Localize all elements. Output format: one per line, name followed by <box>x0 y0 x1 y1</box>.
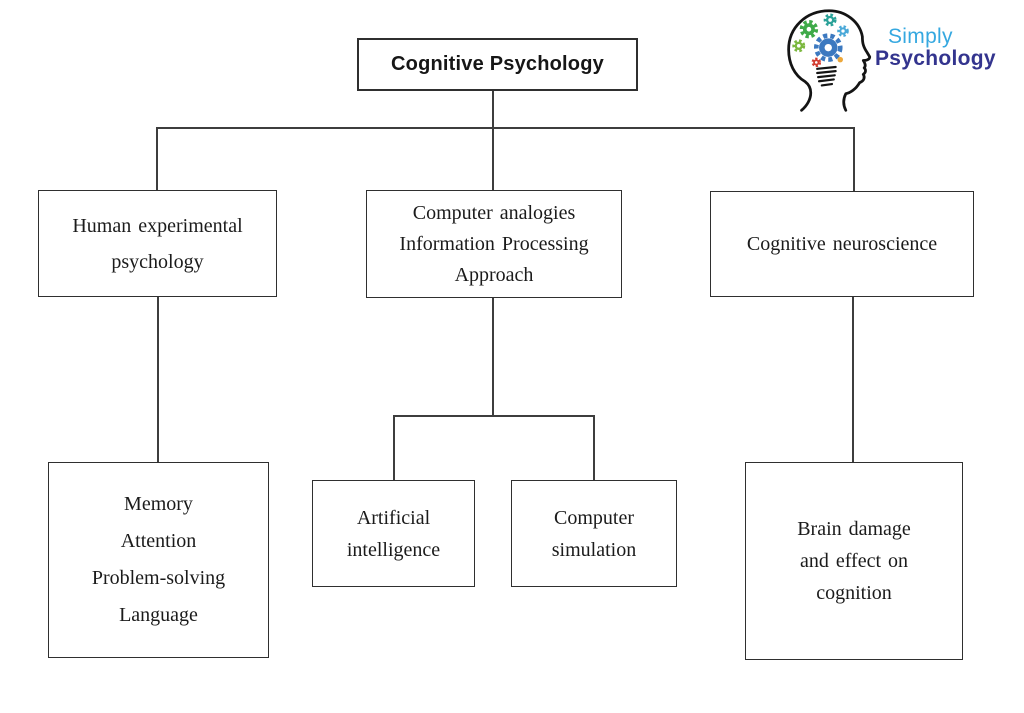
logo-text-simply: Simply <box>888 25 953 48</box>
logo-text-psychology: Psychology <box>875 47 996 71</box>
node-computer-simulation: Computer simulation <box>511 480 677 587</box>
node-brain-damage: Brain damage and effect on cognition <box>745 462 963 660</box>
bulb-filament-icon <box>816 65 837 87</box>
connector-hep-to-memory <box>157 297 159 462</box>
connector-cs-drop <box>593 415 595 480</box>
gear-red-icon <box>811 57 822 68</box>
node-memory-attention-list: Memory Attention Problem-solving Languag… <box>48 462 269 658</box>
connector-ai-drop <box>393 415 395 480</box>
gear-green-icon <box>799 19 819 39</box>
gear-lightgreen-icon <box>792 39 806 53</box>
connector-drop-left <box>156 127 158 190</box>
gear-orange-icon <box>837 56 844 63</box>
logo-wordmark: Simply Psychology <box>875 25 996 71</box>
node-cognitive-neuroscience: Cognitive neuroscience <box>710 191 974 297</box>
gear-blue-icon <box>813 33 843 62</box>
node-computer-analogies: Computer analogies Information Processin… <box>366 190 622 298</box>
connector-root-vertical <box>492 91 494 127</box>
node-cognitive-psychology: Cognitive Psychology <box>357 38 638 91</box>
connector-mid-horizontal <box>393 415 594 417</box>
node-human-experimental-psychology: Human experimental psychology <box>38 190 277 297</box>
connector-drop-right <box>853 127 855 191</box>
gear-lightblue-icon <box>837 25 849 37</box>
gear-teal-icon <box>823 13 837 27</box>
node-artificial-intelligence: Artificial intelligence <box>312 480 475 587</box>
connector-drop-middle <box>492 127 494 190</box>
connector-top-horizontal <box>156 127 854 129</box>
head-gears-icon <box>787 9 872 112</box>
simply-psychology-logo: Simply Psychology <box>778 8 996 114</box>
connector-cai-vertical <box>492 298 494 416</box>
connector-cn-to-braindamage <box>852 297 854 462</box>
